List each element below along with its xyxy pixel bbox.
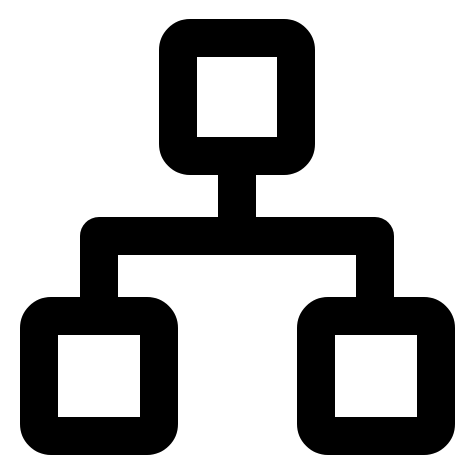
top-node (159, 19, 315, 175)
bottom-left-node (20, 297, 178, 455)
connector-branch (80, 217, 394, 314)
bottom-right-node (297, 297, 455, 455)
connector-stem (218, 174, 256, 218)
